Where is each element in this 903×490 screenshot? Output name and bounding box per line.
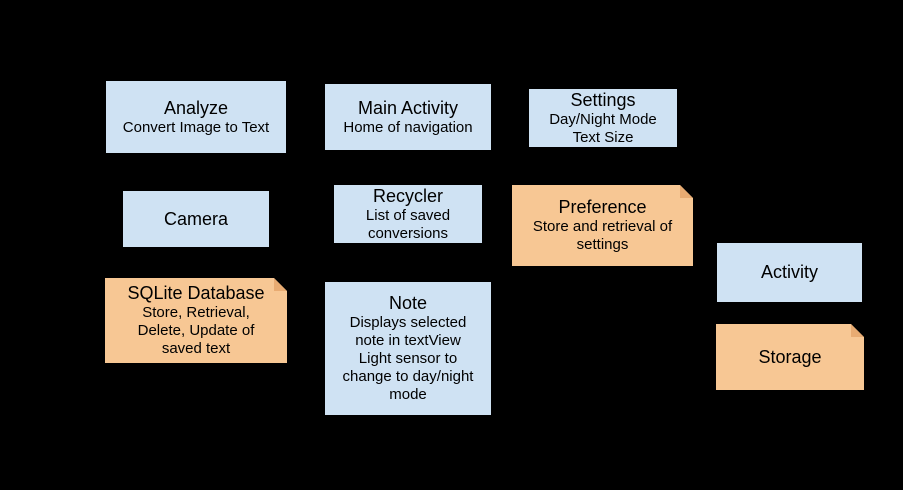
node-settings-title: Settings (570, 89, 636, 110)
node-main-activity-title: Main Activity (357, 97, 459, 118)
node-sqlite-database-subtitle: Store, Retrieval, Delete, Update of save… (137, 304, 255, 357)
folded-corner-icon (851, 324, 864, 337)
node-analyze-subtitle: Convert Image to Text (122, 118, 270, 136)
legend-storage: Storage (716, 324, 864, 390)
node-preference-title: Preference (558, 197, 647, 217)
node-recycler-title: Recycler (372, 185, 443, 206)
node-sqlite-database: SQLite Database Store, Retrieval, Delete… (105, 278, 287, 363)
legend-activity-title: Activity (760, 262, 818, 282)
legend-storage-title: Storage (758, 346, 822, 367)
folded-corner-icon (274, 278, 287, 291)
node-main-activity-subtitle: Home of navigation (343, 118, 473, 136)
node-note-title: Note (388, 293, 428, 313)
node-analyze: Analyze Convert Image to Text (105, 80, 287, 154)
node-sqlite-database-title: SQLite Database (127, 283, 265, 303)
node-note: Note Displays selected note in textView … (324, 281, 492, 416)
node-camera: Camera (122, 190, 270, 248)
node-settings-subtitle: Day/Night Mode Text Size (549, 110, 657, 146)
node-note-subtitle: Displays selected note in textView Light… (342, 314, 474, 403)
node-recycler-subtitle: List of saved conversions (365, 206, 451, 242)
node-recycler: Recycler List of saved conversions (333, 184, 483, 244)
node-analyze-title: Analyze (163, 97, 229, 118)
node-settings: Settings Day/Night Mode Text Size (528, 88, 678, 148)
node-main-activity: Main Activity Home of navigation (324, 83, 492, 151)
folded-corner-icon (680, 185, 693, 198)
node-preference: Preference Store and retrieval of settin… (512, 185, 693, 266)
node-preference-subtitle: Store and retrieval of settings (532, 218, 673, 253)
legend-activity: Activity (716, 242, 863, 303)
node-camera-title: Camera (163, 208, 229, 229)
